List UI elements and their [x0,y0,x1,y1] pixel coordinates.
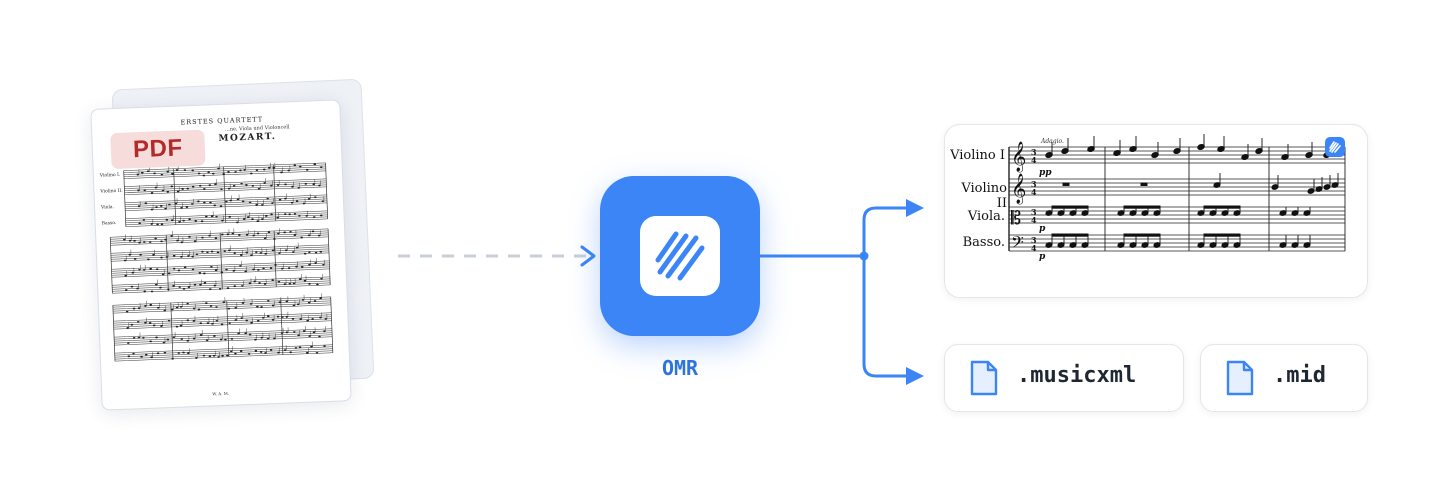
pdf-sheet-front: W. A. M. ERSTES QUARTETT …ne, Viola und … [90,99,352,411]
time-sig-1: 3 [1031,147,1037,157]
score-output-card[interactable]: 𝄞 𝄞 𝄡 𝄢 3 4 3 4 3 4 3 4 Adagio. pp p p V… [944,124,1368,298]
pdf-system-2 [109,228,331,294]
treble-clef-violin1: 𝄞 [1011,141,1026,173]
omr-stripes-icon [655,231,705,281]
musicxml-file-label: .musicxml [1017,363,1137,388]
time-sig-2: 3 [1031,179,1037,189]
score-arrowhead [906,199,924,217]
pdf-sheet-music-thumbnail: W. A. M. [109,162,334,397]
musicxml-file-card[interactable]: .musicxml [944,344,1184,412]
dashed-input-arrowhead [580,245,596,267]
pdf-system-1 [123,162,329,227]
pdf-note-clusters [123,162,328,360]
files-arrowhead [906,367,924,385]
treble-clef-violin2: 𝄞 [1011,173,1026,205]
branch-junction-dot [859,251,869,261]
time-sig-3: 3 [1031,207,1037,217]
dynamic-viola: p [1039,224,1046,234]
midi-file-card[interactable]: .mid [1200,344,1368,412]
file-icon [1226,360,1254,396]
midi-file-label: .mid [1273,363,1326,388]
score-note-marks [1045,134,1339,248]
score-part-label-violin1: Violino I [950,148,1005,163]
pdf-part-label-viola: Viola. [101,205,115,211]
pdf-part-label-violin2: Violino II. [100,188,123,195]
pdf-part-label-basso: Basso. [101,220,117,227]
pdf-part-label-violin1: Violino I. [99,172,121,179]
time-sig-4: 3 [1031,235,1037,245]
score-part-label-viola: Viola. [967,209,1005,224]
dynamic-basso: p [1039,252,1046,262]
time-sig-3b: 4 [1031,215,1037,225]
pdf-badge: PDF [110,129,206,170]
score-staff-graphic: 𝄞 𝄞 𝄡 𝄢 3 4 3 4 3 4 3 4 Adagio. pp p p [1008,134,1346,262]
time-sig-1b: 4 [1031,155,1037,165]
tempo-marking: Adagio. [1040,138,1064,145]
alto-clef-viola: 𝄡 [1011,208,1021,229]
score-omr-badge-icon [1325,137,1345,157]
time-sig-2b: 4 [1031,187,1037,197]
pdf-system-3 [112,296,334,362]
score-part-label-basso: Basso. [962,235,1005,250]
score-part-label-violin2: Violino II [961,181,1007,211]
omr-processor-tile[interactable] [600,176,760,336]
bass-clef-basso: 𝄢 [1011,232,1024,256]
dynamic-violin1: pp [1039,168,1052,178]
file-icon [970,360,998,396]
pdf-page-footer: W. A. M. [212,391,229,397]
output-branch-line [760,206,908,378]
time-sig-4b: 4 [1031,243,1037,253]
omr-logo-tile [640,216,720,296]
omr-label: OMR [661,356,699,380]
